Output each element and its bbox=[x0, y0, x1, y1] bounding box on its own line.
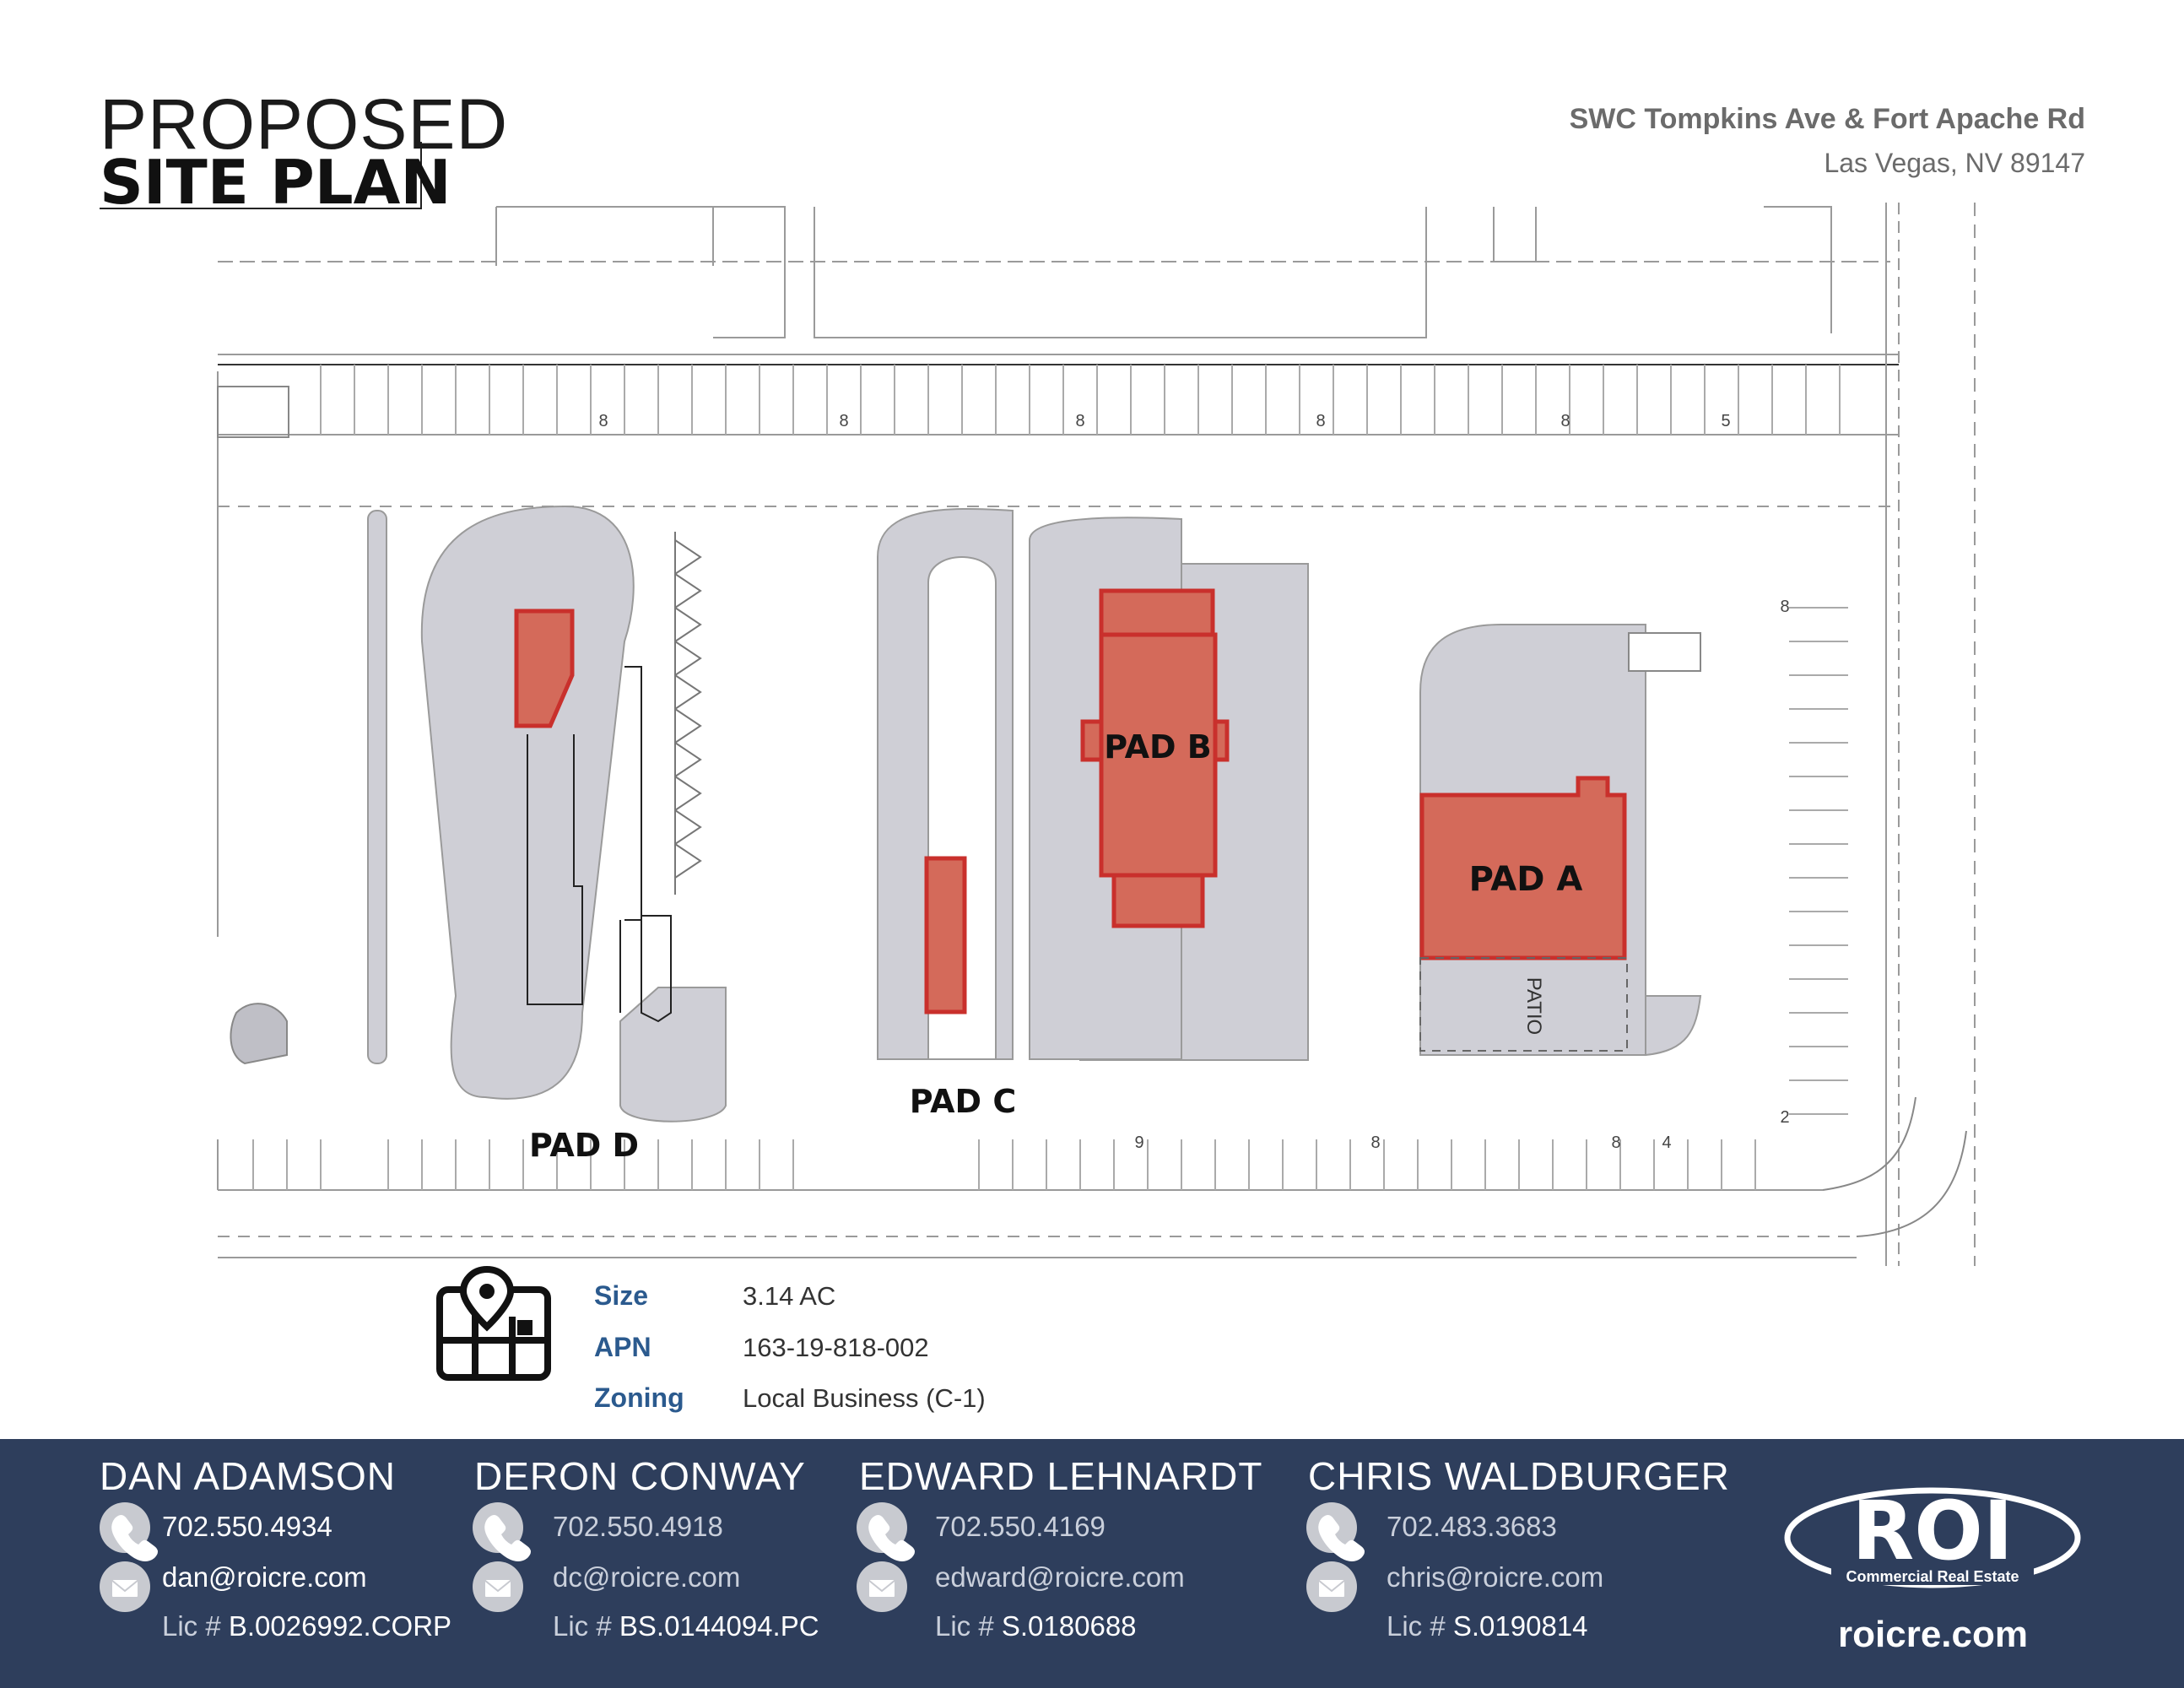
parking-count: 8 bbox=[1075, 412, 1084, 430]
license-prefix: Lic # bbox=[162, 1610, 229, 1642]
agent-license: Lic # BS.0144094.PC bbox=[553, 1610, 819, 1642]
parking-count: 8 bbox=[598, 412, 608, 430]
map-location-icon bbox=[436, 1266, 551, 1381]
license-prefix: Lic # bbox=[935, 1610, 1002, 1642]
parking-count: 8 bbox=[1560, 412, 1570, 430]
agent-name: EDWARD LEHNARDT bbox=[859, 1454, 1263, 1498]
agent-phone[interactable]: 702.483.3683 bbox=[1387, 1511, 1557, 1542]
agent-name: DERON CONWAY bbox=[474, 1454, 806, 1498]
agent-name: CHRIS WALDBURGER bbox=[1308, 1454, 1730, 1498]
property-city: Las Vegas, NV 89147 bbox=[1824, 148, 2085, 178]
property-address: SWC Tompkins Ave & Fort Apache Rd bbox=[1569, 103, 2085, 135]
parking-count: 5 bbox=[1721, 412, 1730, 430]
agent-phone[interactable]: 702.550.4918 bbox=[553, 1511, 723, 1542]
phone-icon bbox=[484, 1515, 531, 1561]
pad-b-label: PAD B bbox=[1104, 728, 1212, 766]
contact-icon-glyphs bbox=[111, 1515, 1365, 1599]
email-icon bbox=[1317, 1578, 1346, 1599]
apn-value: 163-19-818-002 bbox=[743, 1333, 929, 1362]
apn-label: APN bbox=[594, 1332, 651, 1362]
parking-count: 9 bbox=[1134, 1133, 1143, 1152]
email-icon bbox=[111, 1578, 139, 1599]
agent-license: Lic # B.0026992.CORP bbox=[162, 1610, 451, 1642]
pad-c-label: PAD C bbox=[910, 1083, 1016, 1120]
page-title-line2: SITE PLAN bbox=[100, 147, 451, 218]
parking-count: 8 bbox=[839, 412, 848, 430]
logo-subtitle: Commercial Real Estate bbox=[1846, 1568, 2019, 1585]
pad-a-label: PAD A bbox=[1469, 860, 1583, 899]
site-plan-drawing: 8 8 8 8 8 5 9 8 8 8 4 2 PAD A PAD B PAD … bbox=[217, 203, 1976, 1266]
phone-icon bbox=[868, 1515, 915, 1561]
license-number: BS.0144094.PC bbox=[619, 1610, 819, 1642]
parking-count: 8 bbox=[1370, 1133, 1380, 1152]
patio-label: PATIO bbox=[1522, 977, 1545, 1035]
agent-name: DAN ADAMSON bbox=[100, 1454, 396, 1498]
parking-count: 2 bbox=[1780, 1108, 1789, 1127]
logo-text: ROI bbox=[1852, 1484, 2013, 1578]
agent-email[interactable]: edward@roicre.com bbox=[935, 1561, 1185, 1593]
page-title-line1: PROPOSED bbox=[100, 84, 509, 164]
agent-phone[interactable]: 702.550.4934 bbox=[162, 1511, 332, 1542]
license-number: S.0190814 bbox=[1452, 1610, 1588, 1642]
license-prefix: Lic # bbox=[1387, 1610, 1453, 1642]
website-link[interactable]: roicre.com bbox=[1838, 1614, 2028, 1655]
agent-email[interactable]: dan@roicre.com bbox=[162, 1561, 367, 1593]
footer-band bbox=[0, 1439, 2184, 1688]
title-bracket-decoration bbox=[100, 142, 422, 209]
pad-d-label: PAD D bbox=[529, 1127, 639, 1164]
phone-icon bbox=[1318, 1515, 1365, 1561]
parking-count: 8 bbox=[1780, 598, 1789, 616]
license-number: S.0180688 bbox=[1001, 1610, 1137, 1642]
agent-phone[interactable]: 702.550.4169 bbox=[935, 1511, 1106, 1542]
agent-email[interactable]: chris@roicre.com bbox=[1387, 1561, 1604, 1593]
zoning-label: Zoning bbox=[594, 1382, 684, 1413]
email-icon bbox=[868, 1578, 896, 1599]
parking-count: 4 bbox=[1662, 1133, 1671, 1152]
parking-count: 8 bbox=[1316, 412, 1325, 430]
agent-license: Lic # S.0180688 bbox=[935, 1610, 1137, 1642]
license-prefix: Lic # bbox=[553, 1610, 619, 1642]
agent-email[interactable]: dc@roicre.com bbox=[553, 1561, 741, 1593]
phone-icon bbox=[111, 1515, 158, 1561]
size-value: 3.14 AC bbox=[743, 1281, 836, 1311]
license-number: B.0026992.CORP bbox=[228, 1610, 452, 1642]
zoning-value: Local Business (C-1) bbox=[743, 1383, 986, 1413]
size-label: Size bbox=[594, 1280, 649, 1311]
parking-count: 8 bbox=[1611, 1133, 1620, 1152]
agent-license: Lic # S.0190814 bbox=[1387, 1610, 1588, 1642]
roi-logo: ROI Commercial Real Estate bbox=[1784, 1484, 2081, 1588]
email-icon bbox=[484, 1578, 512, 1599]
